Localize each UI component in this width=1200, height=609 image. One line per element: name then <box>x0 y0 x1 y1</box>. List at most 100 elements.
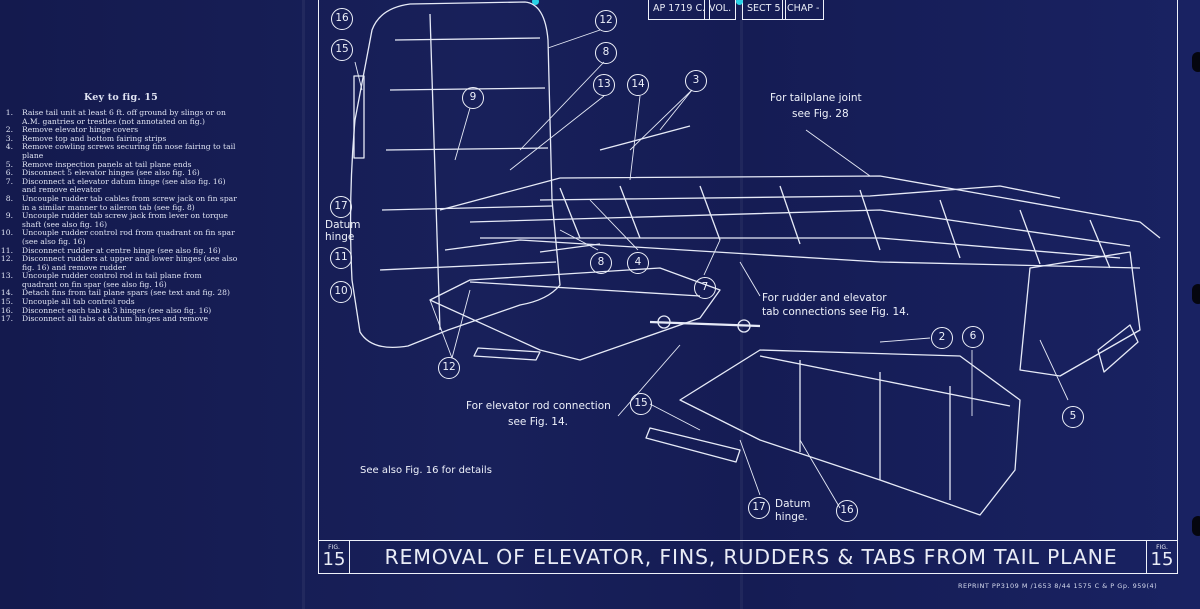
rod-joint <box>657 315 671 329</box>
callout: 17 <box>748 497 770 519</box>
leader-line <box>451 289 471 359</box>
drawing-title: REMOVAL OF ELEVATOR, FINS, RUDDERS & TAB… <box>384 545 1118 569</box>
tailplane-rib <box>1019 209 1041 265</box>
leader-line <box>509 95 605 171</box>
leader-line <box>703 239 721 276</box>
ref-ap-number: AP 1719 C. <box>648 0 711 20</box>
tailplane-rib <box>939 199 961 259</box>
key-item: 6.Disconnect 5 elevator hinges (see also… <box>5 168 200 178</box>
callout: 12 <box>595 10 617 32</box>
tailplane-rib <box>779 185 801 245</box>
elevator-rod-ref: see Fig. 14. <box>508 416 568 428</box>
key-item: 5.Remove inspection panels at tail plane… <box>5 159 192 169</box>
left-fin-rib <box>381 205 553 211</box>
tailplane-rib <box>1089 219 1111 269</box>
callout: 15 <box>630 393 652 415</box>
leader-line <box>589 199 639 251</box>
key-item: 15.Uncouple all tab control rods <box>0 297 135 307</box>
leader-line <box>805 129 871 177</box>
left-fin-rib <box>379 261 557 271</box>
callout: 7 <box>694 277 716 299</box>
leader-line <box>879 337 931 343</box>
tailplane-joint-note: For tailplane joint <box>770 92 862 104</box>
key-item: 7.Disconnect at elevator datum hinge (se… <box>5 176 226 195</box>
reprint-line: REPRINT PP3109 M /1653 8/44 1575 C & P G… <box>958 582 1158 590</box>
right-inspection-panel <box>1097 324 1139 373</box>
elevator-rod-note: For elevator rod connection <box>466 400 611 412</box>
callout: 8 <box>590 252 612 274</box>
leader-line <box>659 89 693 131</box>
key-item: 16.Disconnect each tab at 3 hinges (see … <box>0 305 212 315</box>
key-item: 11.Disconnect rudder at centre hinge (se… <box>0 245 221 255</box>
leader-line <box>547 29 601 49</box>
tailplane-trailing-edge <box>444 239 1141 269</box>
callout: 16 <box>836 500 858 522</box>
callout: 10 <box>330 281 352 303</box>
ref-chapter: CHAP - <box>782 0 825 20</box>
rudder-tab-note: For rudder and elevator <box>762 292 887 304</box>
callout: 4 <box>627 252 649 274</box>
callout: 5 <box>1062 406 1084 428</box>
datum-hinge-label-right: Datum hinge. <box>775 498 811 523</box>
drawing-frame <box>318 0 1178 574</box>
key-item: 12.Disconnect rudders at upper and lower… <box>0 254 238 272</box>
leader-line <box>617 344 681 417</box>
key-item: 2.Remove elevator hinge covers <box>5 125 139 135</box>
tailplane-joint-ref: see Fig. 28 <box>792 108 849 120</box>
key-panel: Key to fig. 15 1.Raise tail unit at leas… <box>0 92 242 324</box>
sheet-fold <box>740 0 743 609</box>
rod-joint <box>737 319 751 333</box>
rudder-tab-ref: tab connections see Fig. 14. <box>762 306 910 318</box>
punch-hole <box>1192 52 1200 72</box>
punch-hole <box>1192 284 1200 304</box>
right-tailplane-tip <box>1019 251 1141 377</box>
left-elevator-hinge-line <box>469 281 701 297</box>
leader-line <box>429 299 453 359</box>
elevator-control-rod <box>649 320 761 328</box>
leader-line <box>739 439 761 496</box>
key-item: 1.Raise tail unit at least 6 ft. off gro… <box>5 108 226 126</box>
leader-line <box>649 403 701 431</box>
callout: 2 <box>931 327 953 349</box>
tailplane-rib <box>559 187 581 239</box>
key-item: 3.Remove top and bottom fairing strips <box>5 133 167 143</box>
left-fin-rib <box>385 147 549 151</box>
datum-hinge-label-left: Datum hinge <box>325 219 361 243</box>
leader-line <box>739 261 761 297</box>
callout: 6 <box>962 326 984 348</box>
tailplane-rib <box>859 189 881 251</box>
leader-line <box>629 89 693 151</box>
tailplane-centre-section <box>539 185 1061 201</box>
callout: 12 <box>438 357 460 379</box>
tailplane-rib <box>619 185 641 239</box>
callout: 15 <box>331 39 353 61</box>
right-elevator <box>679 349 1021 516</box>
leader-line <box>1039 339 1069 401</box>
ref-section: SECT 5 <box>742 0 786 20</box>
ref-volume: VOL. <box>704 0 737 20</box>
leader-line <box>354 61 363 91</box>
right-elevator-hinge-line <box>759 355 1011 407</box>
fig-box-left: FIG. 15 <box>318 540 350 574</box>
key-item: 4.Remove cowling screws securing fin nos… <box>5 142 236 160</box>
callout: 11 <box>330 247 352 269</box>
fairing-strip <box>539 243 601 253</box>
key-item: 13.Uncouple rudder control rod in tail p… <box>0 271 202 289</box>
key-title: Key to fig. 15 <box>84 92 158 103</box>
left-elevator <box>429 267 721 361</box>
key-item: 14.Detach fins from tail plane spars (se… <box>0 288 230 298</box>
pin-marker <box>736 0 743 5</box>
leader-line <box>799 439 841 509</box>
fig-box-right: FIG. 15 <box>1146 540 1178 574</box>
callout: 16 <box>331 8 353 30</box>
elevator-tab <box>473 347 541 361</box>
key-item: 10.Uncouple rudder control rod from quad… <box>0 228 235 246</box>
tailplane-spar <box>480 237 1121 259</box>
leader-line <box>629 95 641 181</box>
callout: 9 <box>462 87 484 109</box>
left-fin-rib <box>394 37 541 41</box>
leader-line <box>559 229 599 251</box>
callout: 13 <box>593 74 615 96</box>
